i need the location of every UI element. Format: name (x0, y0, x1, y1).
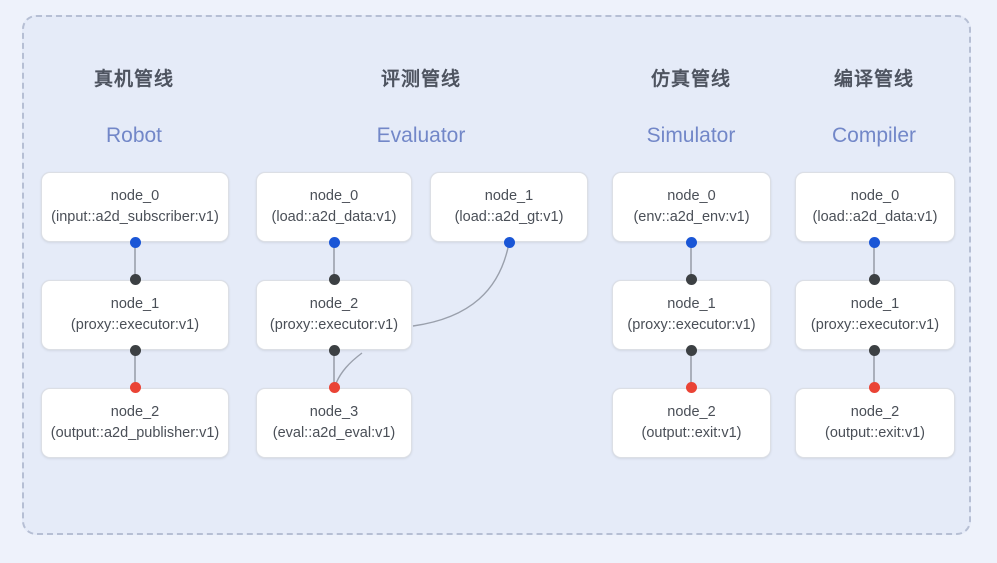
node-type-label: (proxy::executor:v1) (269, 317, 399, 333)
column-subtitle-compiler: Compiler (831, 124, 917, 147)
port-input-dot-icon[interactable] (868, 344, 880, 356)
node-id-label: node_3 (309, 403, 359, 420)
node-id-label: node_0 (667, 187, 716, 204)
node-box[interactable]: node_2(proxy::executor:v1) (256, 280, 412, 350)
column-subtitle-evaluator: Evaluator (376, 124, 466, 147)
node-id-label: node_1 (850, 295, 900, 312)
column-subtitle-robot: Robot (105, 124, 163, 147)
node-box[interactable]: node_0(load::a2d_data:v1) (256, 172, 412, 242)
node-type-label: (env::a2d_env:v1) (633, 209, 750, 225)
port-output-dot-icon[interactable] (868, 236, 880, 248)
port-input-dot-icon[interactable] (328, 273, 340, 285)
column-title-compiler: 编译管线 (833, 69, 914, 90)
node-box[interactable]: node_2(output::a2d_publisher:v1) (41, 388, 229, 458)
port-terminal-dot-icon[interactable] (129, 381, 141, 393)
node-box[interactable]: node_2(output::exit:v1) (795, 388, 955, 458)
node-type-label: (proxy::executor:v1) (627, 317, 756, 333)
port-input-dot-icon[interactable] (868, 273, 880, 285)
node-box[interactable]: node_1(proxy::executor:v1) (41, 280, 229, 350)
node-box[interactable]: node_2(output::exit:v1) (612, 388, 771, 458)
node-id-label: node_1 (484, 187, 534, 204)
node-id-label: node_1 (667, 295, 716, 312)
node-type-label: (proxy::executor:v1) (810, 317, 940, 333)
node-box[interactable]: node_0(env::a2d_env:v1) (612, 172, 771, 242)
column-title-simulator: 仿真管线 (650, 69, 731, 90)
node-type-label: (input::a2d_subscriber:v1) (51, 209, 219, 225)
node-id-label: node_1 (110, 295, 160, 312)
node-id-label: node_2 (309, 295, 359, 312)
node-id-label: node_0 (110, 187, 160, 204)
node-box[interactable]: node_3(eval::a2d_eval:v1) (256, 388, 412, 458)
node-box[interactable]: node_0(load::a2d_data:v1) (795, 172, 955, 242)
port-input-dot-icon[interactable] (129, 273, 141, 285)
port-input-dot-icon[interactable] (685, 344, 697, 356)
port-output-dot-icon[interactable] (685, 236, 697, 248)
node-type-label: (proxy::executor:v1) (70, 317, 200, 333)
node-box[interactable]: node_1(load::a2d_gt:v1) (430, 172, 588, 242)
column-subtitle-simulator: Simulator (646, 124, 736, 147)
node-type-label: (output::exit:v1) (825, 425, 925, 441)
node-box[interactable]: node_1(proxy::executor:v1) (612, 280, 771, 350)
port-output-dot-icon[interactable] (328, 236, 340, 248)
port-input-dot-icon[interactable] (685, 273, 697, 285)
node-type-label: (eval::a2d_eval:v1) (272, 425, 396, 441)
node-box[interactable]: node_1(proxy::executor:v1) (795, 280, 955, 350)
node-id-label: node_2 (110, 403, 160, 420)
column-title-robot: 真机管线 (93, 69, 174, 90)
column-title-evaluator: 评测管线 (380, 69, 461, 90)
node-type-label: (load::a2d_data:v1) (812, 209, 938, 225)
node-type-label: (load::a2d_data:v1) (271, 209, 397, 225)
port-output-dot-icon[interactable] (503, 236, 515, 248)
port-terminal-dot-icon[interactable] (685, 381, 697, 393)
port-terminal-dot-icon[interactable] (868, 381, 880, 393)
node-type-label: (output::a2d_publisher:v1) (50, 425, 220, 441)
port-input-dot-icon[interactable] (328, 344, 340, 356)
node-id-label: node_0 (309, 187, 359, 204)
node-type-label: (load::a2d_gt:v1) (454, 209, 564, 225)
port-input-dot-icon[interactable] (129, 344, 141, 356)
node-id-label: node_2 (667, 403, 716, 420)
port-terminal-dot-icon[interactable] (328, 381, 340, 393)
port-output-dot-icon[interactable] (129, 236, 141, 248)
node-box[interactable]: node_0(input::a2d_subscriber:v1) (41, 172, 229, 242)
node-id-label: node_2 (850, 403, 900, 420)
node-id-label: node_0 (850, 187, 900, 204)
node-type-label: (output::exit:v1) (641, 425, 742, 441)
